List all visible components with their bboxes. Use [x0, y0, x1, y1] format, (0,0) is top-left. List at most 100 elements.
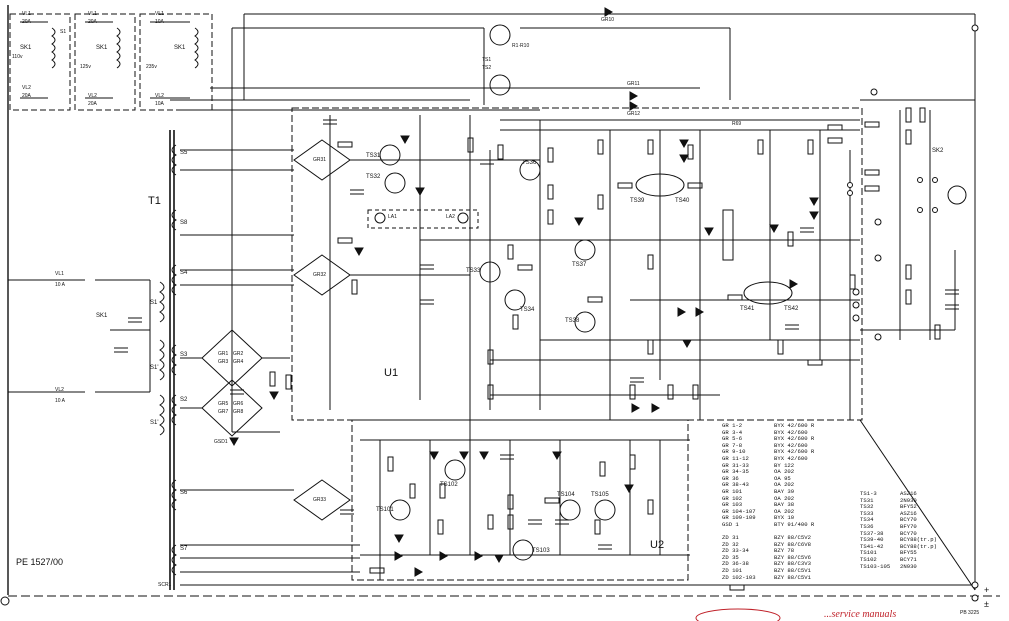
transistor-label: TS37: [572, 262, 587, 268]
fuse-label: VL1: [22, 11, 31, 17]
lamp-label: LA1: [388, 214, 397, 220]
transistor-label: TS102: [440, 482, 458, 488]
transistor-label: TS105: [591, 492, 609, 498]
diode-label: GR10: [601, 17, 615, 23]
rectifier-label: GR1: [218, 351, 229, 357]
thyristor-label: GSD1: [214, 439, 228, 445]
secondary-label: S2: [180, 397, 188, 403]
switch-label: SK1: [96, 313, 108, 319]
diode-label: GR11: [627, 81, 640, 87]
transistor-label: TS38: [565, 318, 580, 324]
diode-label: GR12: [627, 111, 641, 117]
transistor-label: TS42: [784, 306, 799, 312]
secondary-label: S4: [180, 270, 188, 276]
switch-label: SK1: [96, 45, 108, 51]
lamp-label: LA2: [446, 214, 455, 220]
plus-mark: +: [984, 585, 990, 595]
fuse-value: 20A: [88, 19, 97, 25]
secondary-label: S5: [180, 150, 188, 156]
fuse-value: 20A: [22, 93, 31, 99]
rectifier-label: GR3: [218, 359, 229, 365]
rectifier-label: GR5: [218, 401, 229, 407]
secondary-label: S6: [180, 490, 188, 496]
rectifier-label: GR4: [233, 359, 244, 365]
rectifier-label: GR8: [233, 409, 244, 415]
transistor-label: TS33: [466, 268, 481, 274]
fuse-label: VL1: [88, 11, 97, 17]
winding-label: S1': [150, 365, 159, 371]
secondary-label: S7: [180, 546, 188, 552]
winding-label: S1': [150, 420, 159, 426]
resistor-label: R1·R10: [512, 43, 530, 49]
rectifier-label: GR7: [218, 409, 229, 415]
fuse-label: VL2: [22, 85, 31, 91]
transistor-label: TS103: [532, 548, 550, 554]
fuse-value: 10 A: [55, 398, 66, 404]
fuse-value: 10A: [155, 19, 164, 25]
switch-label: SK1: [174, 45, 186, 51]
unit-label-u1: U1: [384, 367, 399, 379]
voltage-tap-label: 110v: [12, 54, 23, 60]
transistor-label: TS31: [366, 153, 381, 159]
voltage-tap-label: 235v: [146, 64, 157, 70]
transistor-label: TS104: [557, 492, 575, 498]
unit-label-u2: U2: [650, 539, 665, 551]
transistor-label: TS101: [376, 507, 394, 513]
service-manuals-watermark: ...service manuals: [824, 609, 897, 620]
transistor-label: TS1: [482, 57, 492, 63]
transistor-label: TS39: [630, 198, 645, 204]
transistor-label: TS40: [675, 198, 690, 204]
transistor-label: TS36: [522, 160, 537, 166]
switch-sk2-label: SK2: [932, 148, 944, 154]
switch-label: SK1: [20, 45, 32, 51]
fuse-label: VL2: [55, 387, 64, 393]
fuse-label: VL1: [55, 271, 64, 277]
plus-minus-mark: ±: [984, 599, 989, 609]
fuse-label: VL2: [155, 93, 164, 99]
voltage-tap-label: 125v: [80, 64, 91, 70]
fuse-value: 20A: [88, 101, 97, 107]
rectifier-label: GR31: [313, 157, 327, 163]
rectifier-label: GR6: [233, 401, 244, 407]
transistor-label: TS41: [740, 306, 755, 312]
model-number: PE 1527/00: [16, 557, 64, 567]
transistor-label: TS2: [482, 65, 492, 71]
transformer-label: T1: [148, 195, 161, 207]
fuse-label: VL1: [155, 11, 164, 17]
fuse-label: VL2: [88, 93, 97, 99]
